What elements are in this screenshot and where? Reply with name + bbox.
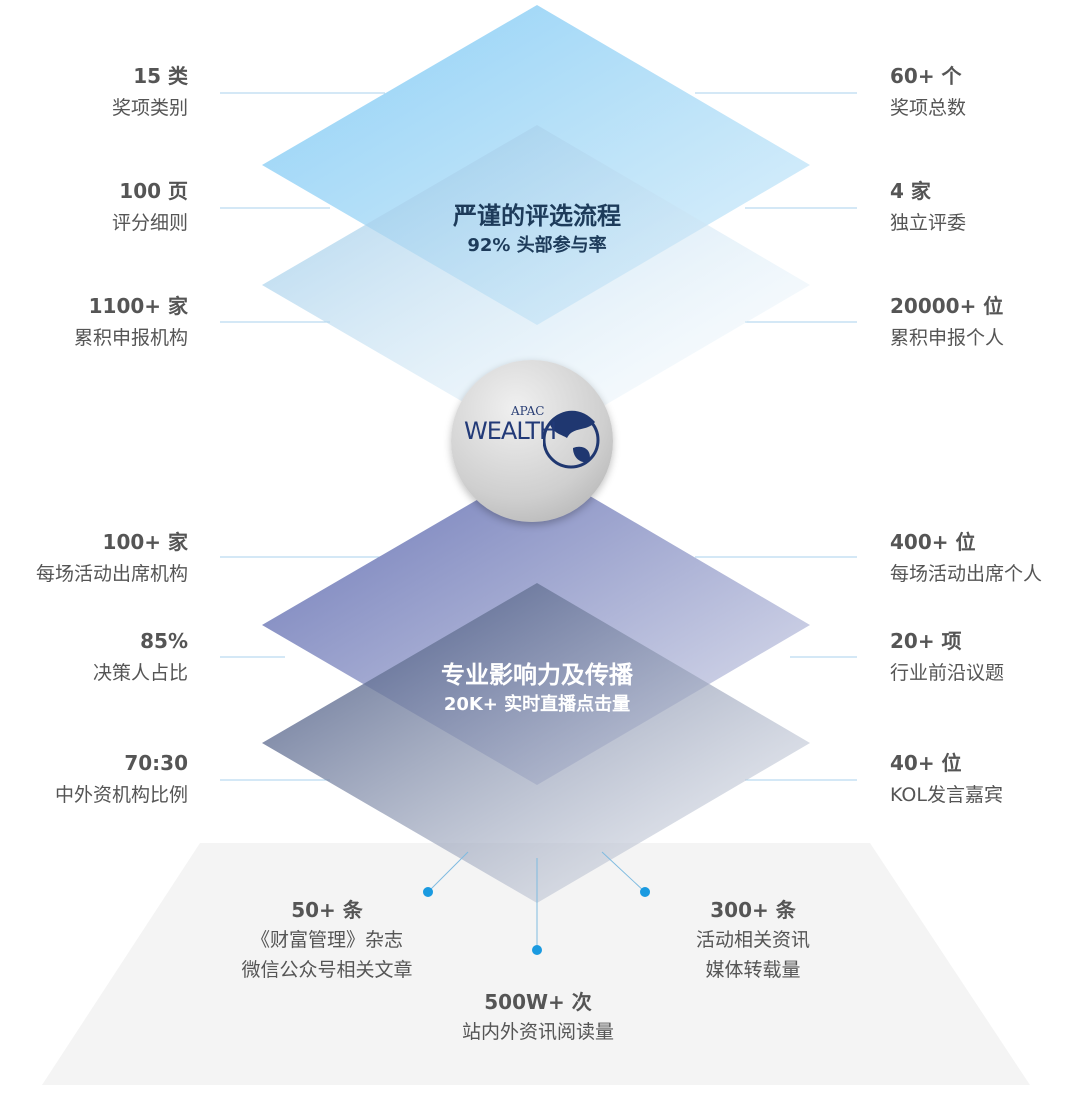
stat-value: 100+ 家 [102,530,188,554]
stat-value: 20+ 项 [890,629,962,653]
media-reads: 500W+ 次站内外资讯阅读量 [408,987,668,1047]
stat-label: 活动相关资讯 [695,929,810,951]
stat-label: 20K+ 实时直播点击量 [443,694,631,715]
stat-label: 独立评委 [890,212,967,234]
stat-label: 站内外资讯阅读量 [461,1021,614,1043]
stat-label: 评分细则 [111,212,188,234]
stat-value: 500W+ 次 [484,990,592,1014]
stat-label: 专业影响力及传播 [441,661,633,689]
stat-value: 4 家 [890,179,931,203]
stat-label: KOL发言嘉宾 [890,784,1003,806]
stat-value: 15 类 [133,64,188,88]
stat-decision-makers: 85% 决策人占比 [0,625,188,689]
stat-label: APAC [511,404,545,418]
stat-award-total: 60+ 个奖项总数 [890,60,1080,124]
media-base [42,843,1030,1085]
stat-label: 每场活动出席个人 [890,563,1043,585]
stat-value: 70:30 [124,751,188,775]
stat-award-categories: 15 类奖项类别 [0,60,188,124]
stat-kol: 40+ 位 KOL发言嘉宾 [890,747,1080,811]
stat-label: 微信公众号相关文章 [241,959,413,981]
connector-lines [220,92,857,781]
media-dots [423,887,650,955]
stat-label: 决策人占比 [92,662,188,684]
stat-label: 行业前沿议题 [890,662,1005,684]
stat-attending-institutions: 100+ 家每场活动出席机构 [0,526,188,590]
stat-topics: 20+ 项行业前沿议题 [890,625,1080,689]
stat-value: 1100+ 家 [88,294,188,318]
stat-value: 85% [140,629,188,653]
stat-attending-individuals: 400+ 位每场活动出席个人 [890,526,1080,590]
stat-institutions: 1100+ 家累积申报机构 [0,290,188,354]
stat-label: 累积申报个人 [890,327,1005,349]
stat-label: 媒体转载量 [705,959,801,981]
stat-scoring-pages: 100 页评分细则 [0,175,188,239]
stat-value: 20000+ 位 [890,294,1004,318]
stat-label: 每场活动出席机构 [35,563,188,585]
stat-label: 中外资机构比例 [54,784,188,806]
stat-individuals: 20000+ 位累积申报个人 [890,290,1080,354]
stat-label: 严谨的评选流程 [453,202,621,230]
stat-label: 累积申报机构 [73,327,188,349]
stat-value: 100 页 [119,179,188,203]
stat-label: 奖项总数 [890,97,967,119]
diamond-layer-4 [262,583,810,903]
stat-value: 60+ 个 [890,64,962,88]
stat-value: 300+ 条 [710,898,796,922]
stat-label: WEALTH [464,417,557,445]
media-articles: 50+ 条《财富管理》杂志微信公众号相关文章 [197,895,457,985]
top-section-title: 严谨的评选流程 92% 头部参与率 [337,196,737,257]
stat-label: 奖项类别 [111,97,188,119]
stat-label: 92% 头部参与率 [467,235,607,256]
media-reposts: 300+ 条活动相关资讯媒体转载量 [623,895,883,985]
apac-wealth-logo: APAC WEALTH [451,360,613,522]
bottom-section-title: 专业影响力及传播 20K+ 实时直播点击量 [337,655,737,716]
diamond-layer-2 [262,125,810,445]
stat-judges: 4 家独立评委 [890,175,1080,239]
stat-label: 《财富管理》杂志 [250,929,403,951]
stat-ratio: 70:30 中外资机构比例 [0,747,188,811]
stat-value: 40+ 位 [890,751,962,775]
stat-value: 50+ 条 [291,898,363,922]
stat-value: 400+ 位 [890,530,976,554]
globe-icon [543,410,600,469]
